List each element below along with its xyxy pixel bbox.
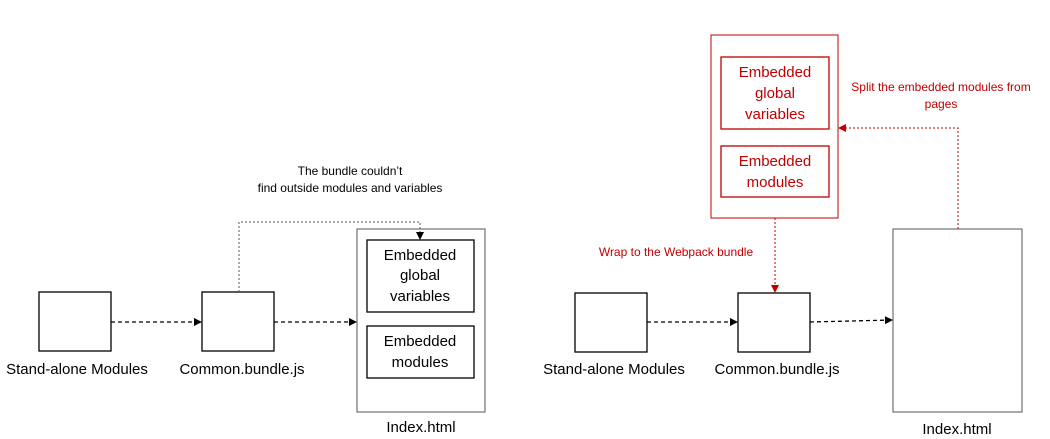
left-note-line1: The bundle couldn’t	[298, 164, 403, 178]
right-arrow-common-to-index	[809, 316, 893, 325]
left-index-label: Index.html	[386, 419, 455, 436]
left-modules-box	[366, 325, 475, 379]
right-diagram: Embedded global variables Embedded modul…	[543, 34, 1031, 438]
right-globals-line1: Embedded	[739, 64, 812, 81]
left-common-bundle-label: Common.bundle.js	[179, 361, 304, 378]
left-standalone-box	[38, 291, 112, 352]
right-globals-box	[720, 56, 830, 130]
right-modules-line2: modules	[747, 174, 804, 191]
right-modules-line1: Embedded	[739, 153, 812, 170]
right-globals-line3: variables	[745, 106, 805, 123]
left-arrow-bundle-to-globals	[238, 221, 424, 292]
left-note-line2: find outside modules and variables	[258, 181, 443, 195]
right-modules-box	[720, 145, 830, 198]
right-globals-line2: global	[755, 85, 795, 102]
right-common-bundle-label: Common.bundle.js	[714, 361, 839, 378]
left-modules-line1: Embedded	[384, 333, 457, 350]
left-globals-line2: global	[400, 267, 440, 284]
left-diagram: The bundle couldn’t find outside modules…	[6, 164, 486, 436]
right-split-note-line2: pages	[925, 97, 958, 111]
right-split-note-line1: Split the embedded modules from	[851, 80, 1030, 94]
left-globals-box	[366, 239, 475, 313]
right-standalone-label: Stand-alone Modules	[543, 361, 685, 378]
left-common-bundle-box	[201, 291, 275, 352]
left-standalone-label: Stand-alone Modules	[6, 361, 148, 378]
right-common-bundle-box	[737, 292, 811, 353]
right-index-label: Index.html	[922, 421, 991, 438]
left-globals-line1: Embedded	[384, 247, 457, 264]
left-modules-line2: modules	[392, 354, 449, 371]
left-globals-line3: variables	[390, 288, 450, 305]
right-standalone-box	[574, 292, 648, 353]
right-index-box	[892, 228, 1023, 413]
right-wrap-note: Wrap to the Webpack bundle	[599, 245, 754, 259]
right-arrow-split-from-index	[838, 124, 959, 229]
